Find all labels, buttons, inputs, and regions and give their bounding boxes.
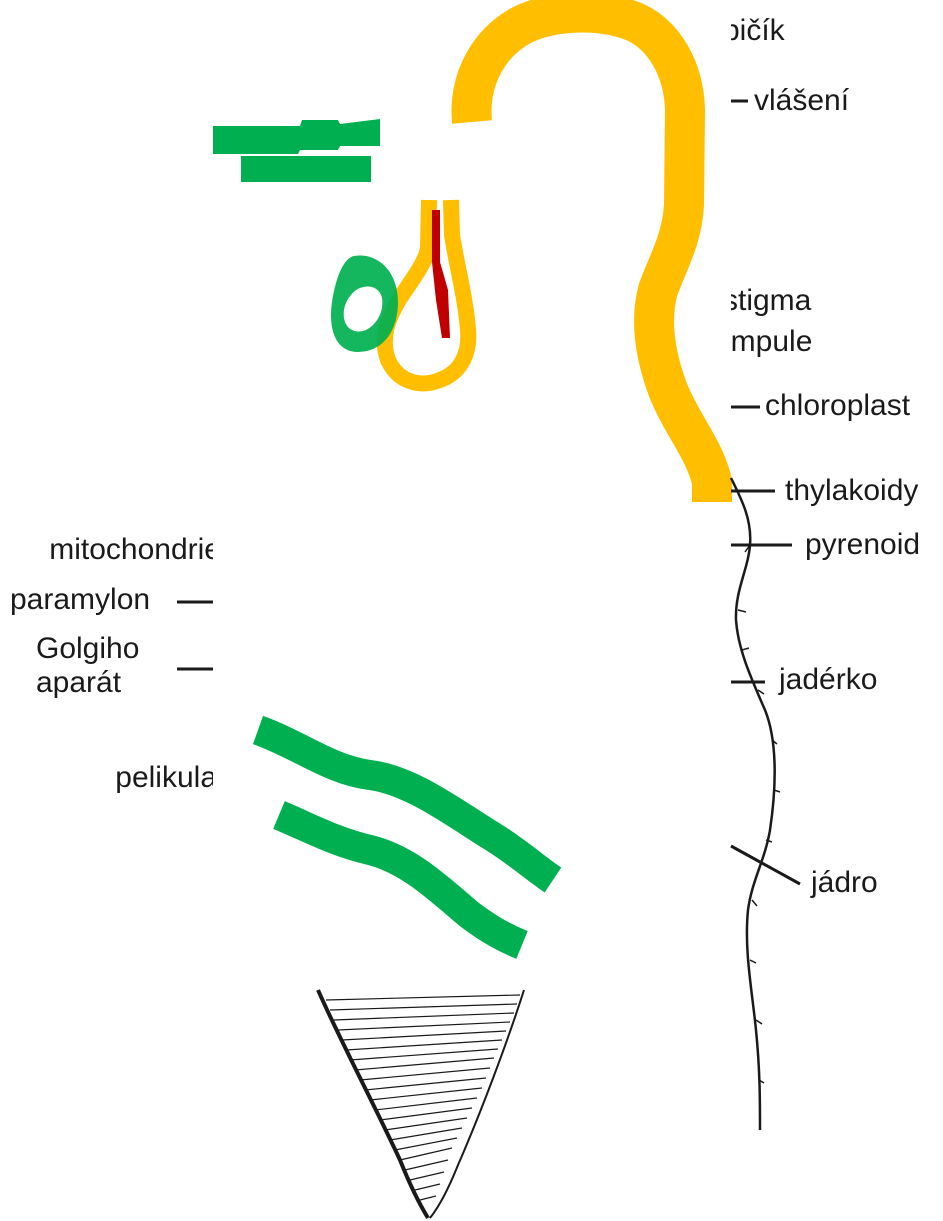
- label-golgi: Golgiho aparát: [36, 632, 139, 700]
- label-chloroplast: chloroplast: [765, 389, 910, 423]
- label-flagellum: bičík: [731, 14, 785, 48]
- label-hairs: vlášení: [754, 84, 849, 118]
- label-paramylon: paramylon: [10, 583, 150, 617]
- label-flagellum-clip: bičík: [731, 14, 801, 48]
- flagellum-shape: [472, 13, 712, 502]
- ampule-outline: [385, 200, 469, 383]
- label-golgi-line2: aparát: [36, 666, 139, 700]
- label-stigma: stigma: [731, 284, 811, 318]
- label-thylakoids: thylakoidy: [785, 474, 918, 508]
- label-mitochondria: mitochondrie: [49, 533, 213, 567]
- pellicle-stripes: [258, 730, 553, 945]
- label-golgi-line1: Golgiho: [36, 632, 139, 666]
- hairs-shape: [213, 119, 380, 182]
- label-stigma-clip: stigma: [731, 284, 831, 318]
- label-pellicle: pelikula: [115, 761, 213, 795]
- label-pyrenoid: pyrenoid: [805, 528, 920, 562]
- label-nucleolus: jadérko: [779, 663, 877, 697]
- label-nucleus: jádro: [811, 866, 878, 900]
- ampule-shape: [385, 200, 469, 383]
- flagellum-path: [472, 13, 712, 502]
- label-mitochondria-clip: mitochondrie: [0, 533, 213, 567]
- cell-wall-line: [731, 478, 780, 1130]
- label-pellicle-clip: pelikula: [0, 761, 213, 795]
- posterior-cone: [318, 990, 524, 1218]
